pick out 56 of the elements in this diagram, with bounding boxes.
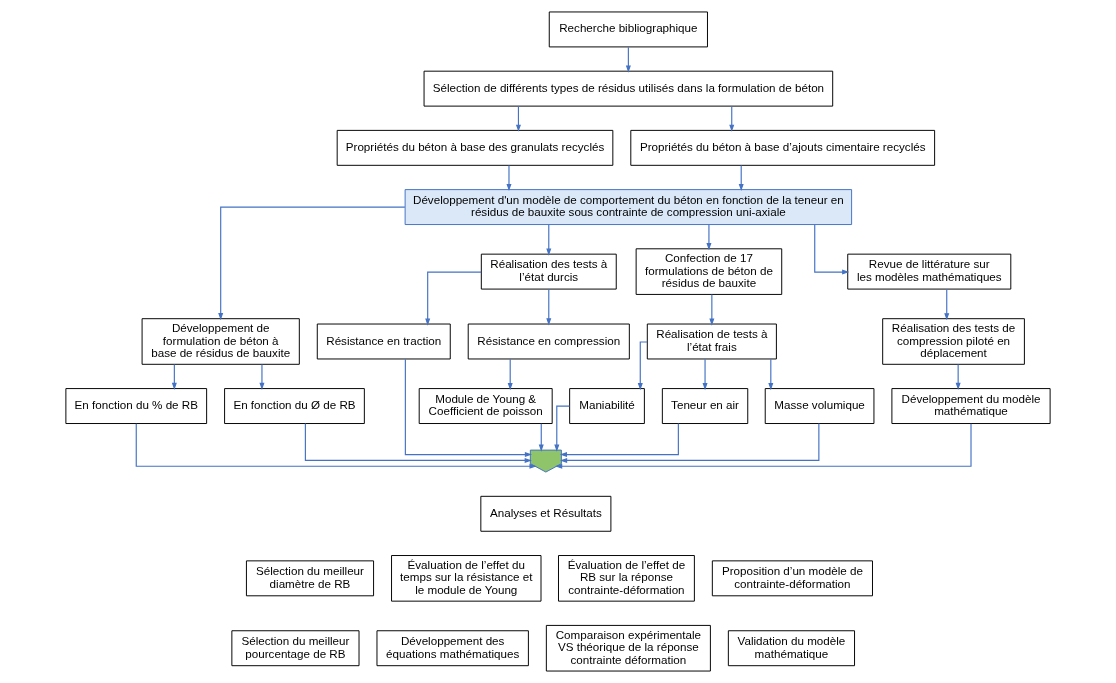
node-box: Confection de 17 formulations de béton de résidus de bauxite bbox=[635, 248, 783, 295]
arrow bbox=[955, 363, 961, 390]
node-box: Développement d'un modèle de comportement du béton en fonction de la teneur en résidus de bauxite sous contrainte de compression uni-axiale bbox=[404, 189, 853, 226]
node-box: Sélection de différents types de résidus utilisés dans la formulation de béton bbox=[423, 70, 834, 107]
node-box: Sélection du meilleur pourcentage de RB bbox=[231, 630, 360, 667]
arrow bbox=[706, 224, 712, 251]
arrow bbox=[559, 422, 820, 463]
node-box: Réalisation des tests de compression piloté en déplacement bbox=[882, 318, 1025, 365]
arrow bbox=[425, 271, 482, 326]
node-box: Masse volumique bbox=[764, 388, 875, 424]
arrow bbox=[559, 423, 679, 458]
arrow bbox=[555, 423, 972, 469]
arrow bbox=[538, 423, 544, 452]
node-box: Développement des équations mathématiques bbox=[376, 630, 529, 667]
node-box: Comparaison expérimentale VS théorique de la réponse contrainte déformation bbox=[545, 624, 711, 672]
node-box: Résistance en compression bbox=[467, 323, 630, 360]
arrow bbox=[637, 341, 648, 391]
arrow bbox=[259, 363, 265, 390]
node-box: Développement du modèle mathématique bbox=[891, 388, 1051, 424]
arrow bbox=[709, 293, 715, 326]
node-box: Proposition d’un modèle de contrainte-déformation bbox=[711, 560, 873, 597]
node-box: Module de Young & Coefficient de poisson bbox=[418, 388, 553, 424]
node-box: Réalisation de tests à l’état frais bbox=[646, 323, 777, 360]
node-box: Propriétés du béton à base des granulats recyclés bbox=[336, 129, 614, 166]
node-box: Résistance en traction bbox=[316, 323, 451, 360]
arrow bbox=[171, 363, 177, 390]
node-box: Réalisation des tests à l’état durcis bbox=[480, 253, 617, 290]
arrow bbox=[515, 105, 521, 132]
node-box: Recherche bibliographique bbox=[548, 11, 708, 48]
arrow bbox=[814, 224, 850, 275]
arrow bbox=[546, 224, 552, 256]
node-box: Analyses et Résultats bbox=[480, 495, 612, 532]
node-box: Revue de littérature sur les modèles mathématiques bbox=[847, 253, 1012, 290]
arrow bbox=[702, 358, 708, 391]
node-box: Maniabilité bbox=[569, 388, 645, 424]
node-box: Évaluation de l’effet de RB sur la réponse contrainte-déformation bbox=[558, 555, 695, 602]
arrow bbox=[135, 423, 537, 469]
arrow bbox=[404, 358, 533, 458]
arrow bbox=[944, 288, 950, 321]
node-box: Teneur en air bbox=[661, 388, 749, 424]
arrow bbox=[546, 288, 552, 326]
node-box: Développement de formulation de béton à base de résidus de bauxite bbox=[141, 318, 300, 365]
node-box: Propriétés du béton à base d’ajouts cimentaire recyclés bbox=[630, 129, 936, 166]
arrow bbox=[218, 206, 406, 321]
arrow bbox=[625, 46, 631, 73]
node-box: Sélection du meilleur diamètre de RB bbox=[245, 560, 375, 597]
arrow bbox=[507, 358, 513, 391]
node-box: Évaluation de l’effet du temps sur la résistance et le module de Young bbox=[391, 555, 542, 602]
arrow bbox=[304, 422, 532, 463]
node-box: Validation du modèle mathématique bbox=[727, 630, 855, 667]
arrow bbox=[506, 165, 512, 192]
node-box: En fonction du Ø de RB bbox=[224, 388, 365, 424]
arrow bbox=[738, 165, 744, 192]
node-box: En fonction du % de RB bbox=[65, 388, 208, 424]
arrow bbox=[729, 105, 735, 132]
arrow bbox=[768, 358, 774, 391]
